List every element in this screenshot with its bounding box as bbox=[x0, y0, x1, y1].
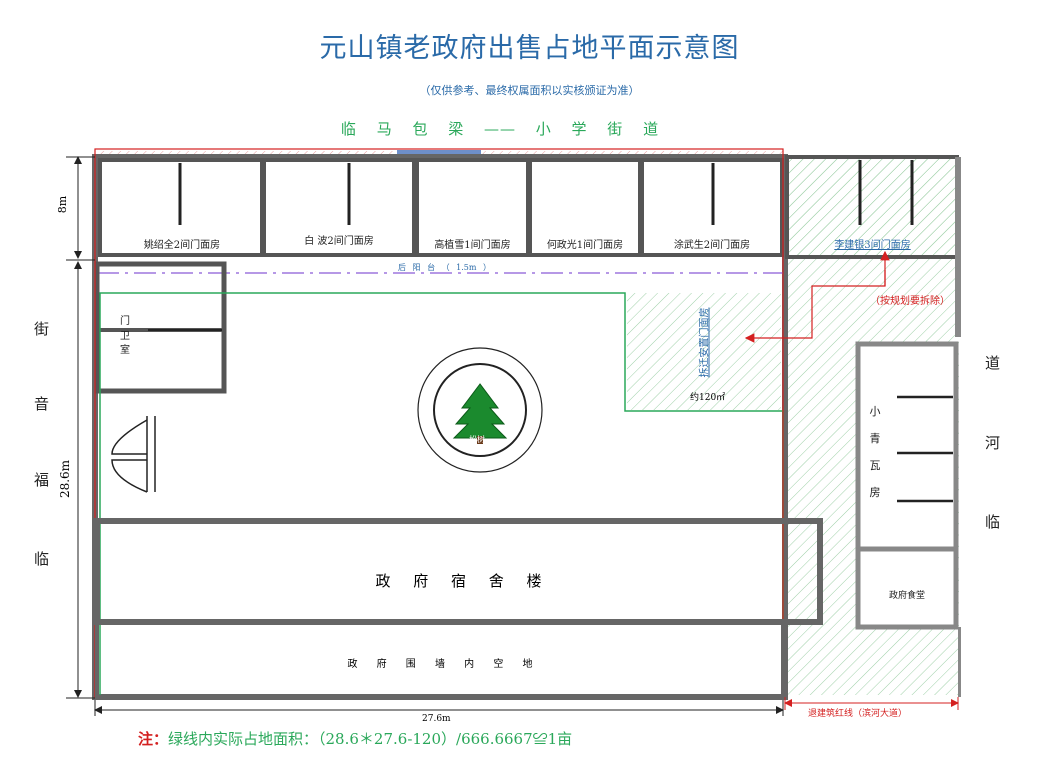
top-street-label: 临 马 包 梁 —— 小 学 街 道 bbox=[340, 120, 660, 138]
setback-label: 退建筑红线（滨河大道） bbox=[808, 709, 908, 719]
shop-label: 姚绍全2间门面房 bbox=[143, 240, 221, 251]
tile-house bbox=[855, 341, 959, 630]
shop-label: 高植雪1间门面房 bbox=[434, 240, 511, 251]
terrace-label: 后 阳 台 （ 1.5m ） bbox=[398, 263, 492, 272]
relocation-arrow bbox=[744, 250, 890, 343]
relocated-area bbox=[627, 293, 781, 410]
tree-label: 松树 bbox=[469, 435, 485, 444]
left-street-char: 音 bbox=[34, 395, 50, 413]
tile-house-char: 青 bbox=[869, 432, 881, 445]
guard-room bbox=[94, 261, 227, 394]
canteen-label: 政府食堂 bbox=[888, 591, 925, 601]
right-street-char: 临 bbox=[985, 513, 1001, 531]
top-gate bbox=[397, 150, 481, 155]
tile-house-char: 瓦 bbox=[869, 459, 881, 472]
relocated-area-label: 约120㎡ bbox=[690, 393, 726, 403]
left-street-char: 福 bbox=[34, 471, 50, 489]
note-text: 绿线内实际占地面积：（28.6＊27.6-120）/666.6667≌1亩 bbox=[168, 730, 573, 748]
yard-label: 政 府 围 墙 内 空 地 bbox=[347, 659, 533, 670]
shop-label: 白 波2间门面房 bbox=[304, 236, 374, 247]
guard-room-char: 门 bbox=[120, 316, 130, 327]
dim-top-band: 8m bbox=[56, 195, 70, 214]
page-subtitle: （仅供参考、最终权属面积以实核颁证为准） bbox=[419, 84, 640, 97]
rear-building bbox=[785, 155, 959, 259]
right-street-char: 河 bbox=[985, 434, 1001, 452]
dimension-lines bbox=[66, 156, 784, 716]
yard-area bbox=[95, 621, 785, 699]
left-street-char: 临 bbox=[34, 550, 50, 568]
pine-tree bbox=[417, 347, 543, 473]
tile-house-char: 小 bbox=[869, 405, 881, 418]
dim-depth: 28.6m bbox=[58, 459, 73, 499]
shop-row bbox=[98, 158, 784, 257]
guard-room-char: 卫 bbox=[120, 331, 130, 342]
shop-partitions bbox=[178, 163, 715, 225]
rear-building-label: 李建银3间门面房 bbox=[834, 240, 911, 251]
shop-label: 涂武生2间门面房 bbox=[673, 240, 751, 251]
page-title: 元山镇老政府出售占地平面示意图 bbox=[319, 33, 740, 64]
tile-house-char: 房 bbox=[869, 486, 881, 499]
guard-room-char: 室 bbox=[120, 345, 130, 356]
left-street-char: 街 bbox=[34, 320, 50, 338]
gate-symbol bbox=[111, 416, 156, 493]
note-prefix: 注： bbox=[138, 730, 169, 748]
dorm-label: 政 府 宿 舍 楼 bbox=[375, 572, 542, 590]
relocated-shop-label: 拆迁安置门面房 bbox=[699, 307, 711, 378]
shop-label: 何政光1间门面房 bbox=[546, 240, 624, 251]
area-note: 注：绿线内实际占地面积：（28.6＊27.6-120）/666.6667≌1亩 bbox=[138, 728, 572, 749]
demolish-note: （按规划要拆除） bbox=[870, 296, 950, 307]
dim-width: 27.6m bbox=[422, 714, 451, 724]
right-street-char: 道 bbox=[985, 354, 1001, 372]
